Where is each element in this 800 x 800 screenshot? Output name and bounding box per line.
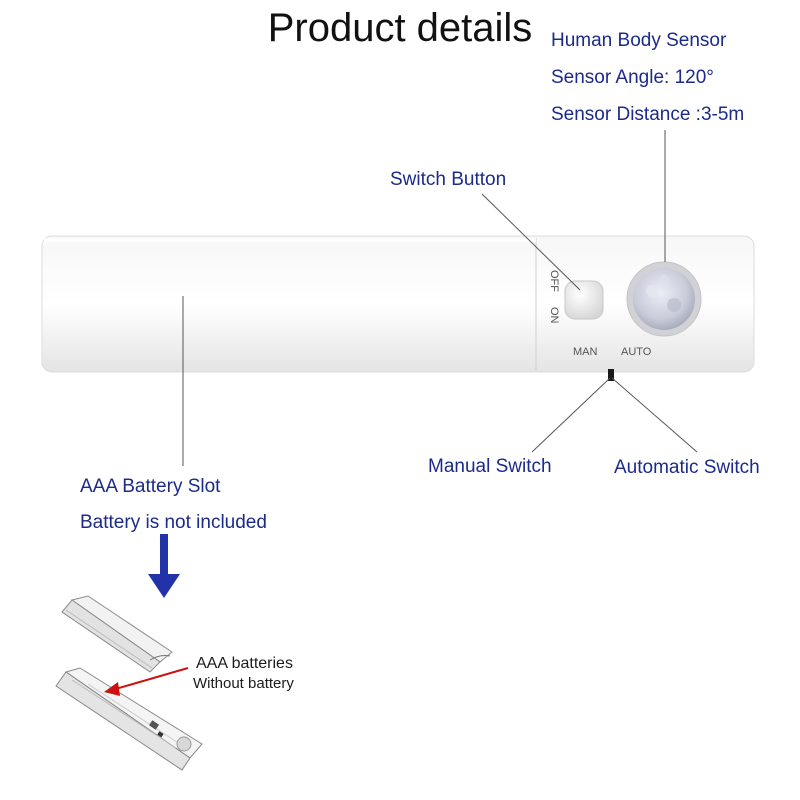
sensor-name-label: Human Body Sensor (551, 30, 727, 51)
sensor-distance-label: Sensor Distance :3-5m (551, 104, 745, 125)
down-arrow-icon (148, 534, 180, 598)
man-marking: MAN (573, 346, 598, 358)
pir-sensor-icon (626, 261, 702, 337)
manual-leader-line (531, 377, 611, 453)
switch-leader-line (481, 193, 581, 291)
automatic-switch-label: Automatic Switch (614, 457, 760, 478)
page-title: Product details (267, 6, 533, 50)
sensor-angle-label: Sensor Angle: 120° (551, 67, 714, 88)
switch-button-knob (564, 280, 604, 320)
mode-slide-switch (608, 369, 614, 381)
battery-cover-image (61, 595, 173, 673)
battery-note-label: Battery is not included (80, 512, 267, 533)
manual-switch-label: Manual Switch (428, 456, 552, 477)
aaa-batteries-label: AAA batteries (196, 655, 293, 672)
battery-slot-label: AAA Battery Slot (80, 476, 221, 497)
auto-marking: AUTO (621, 346, 652, 358)
switch-button-label: Switch Button (390, 169, 507, 190)
battery-compartment-image (55, 667, 203, 771)
without-battery-label: Without battery (193, 675, 294, 692)
red-pointer-arrow-icon (104, 667, 189, 696)
automatic-leader-line (611, 377, 698, 453)
on-marking: ON (548, 307, 560, 324)
off-marking: OFF (548, 270, 560, 292)
light-bar-body (41, 235, 755, 373)
